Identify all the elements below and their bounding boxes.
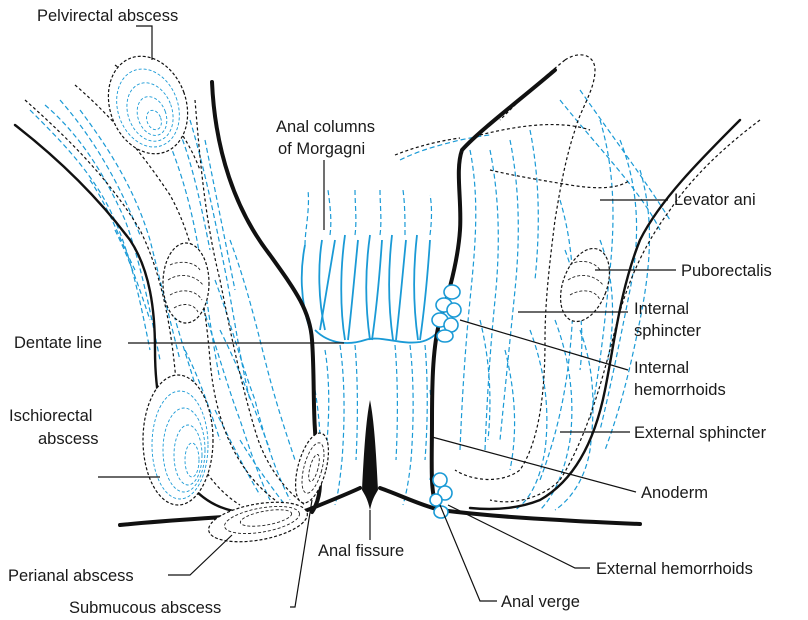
label-anal-columns-2: of Morgagni <box>278 140 365 158</box>
label-ischiorectal-2: abscess <box>38 430 99 448</box>
label-anal-verge: Anal verge <box>501 593 580 611</box>
puborectalis-body <box>551 242 618 328</box>
label-internal-sphincter-1: Internal <box>634 300 689 318</box>
label-perianal-abscess: Perianal abscess <box>8 567 134 585</box>
label-external-hemorrhoids: External hemorrhoids <box>596 560 753 578</box>
perianal-abscess <box>206 496 311 549</box>
label-dentate-line: Dentate line <box>14 334 102 352</box>
label-anal-fissure: Anal fissure <box>318 542 404 560</box>
label-anal-columns-1: Anal columns <box>276 118 375 136</box>
external-hemorrhoids <box>430 473 452 518</box>
label-anoderm: Anoderm <box>641 484 708 502</box>
label-ischiorectal-1: Ischiorectal <box>9 407 92 425</box>
label-levator-ani: Levator ani <box>674 191 756 209</box>
fatty-tissue-left <box>163 243 209 323</box>
label-submucous-abscess: Submucous abscess <box>69 599 221 617</box>
label-pelvirectal-abscess: Pelvirectal abscess <box>37 7 178 25</box>
submucous-abscess <box>289 430 335 507</box>
ischiorectal-abscess <box>143 375 213 505</box>
label-puborectalis: Puborectalis <box>681 262 772 280</box>
label-internal-hemorrhoids-2: hemorrhoids <box>634 381 726 399</box>
label-internal-sphincter-2: sphincter <box>634 322 701 340</box>
label-internal-hemorrhoids-1: Internal <box>634 359 689 377</box>
label-external-sphincter: External sphincter <box>634 424 767 442</box>
anal-columns <box>302 135 490 343</box>
